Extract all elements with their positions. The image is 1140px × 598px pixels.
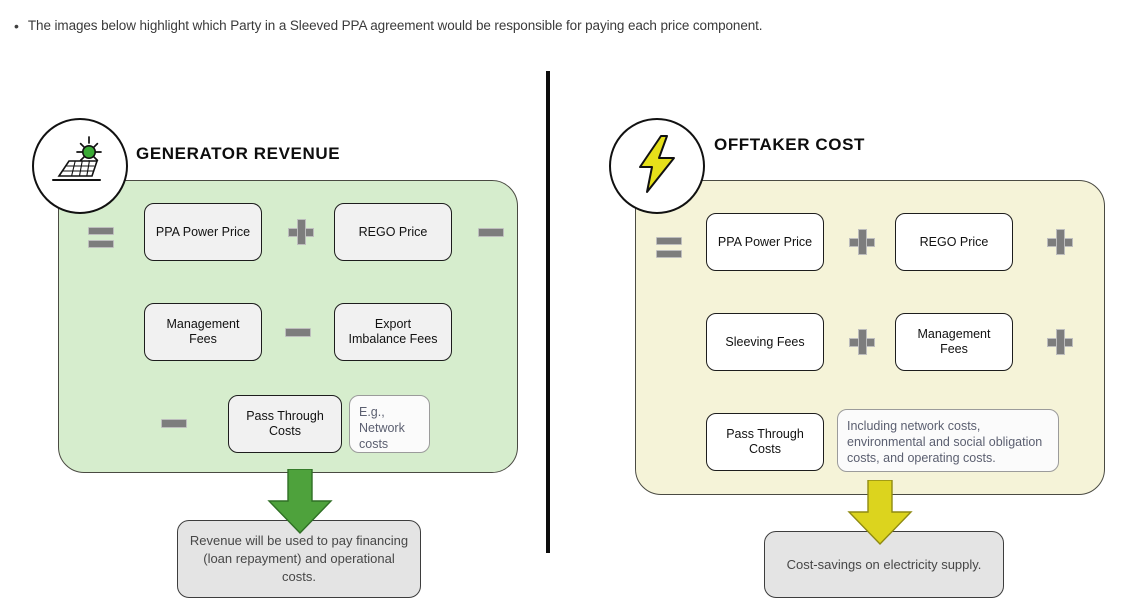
generator-badge — [32, 118, 128, 214]
export-line-1: Export — [374, 317, 412, 331]
equals-bar-top — [88, 227, 114, 235]
generator-panel: GENERATOR REVENUE PPA Power Price REGO P… — [0, 55, 548, 598]
operator-plus-generator-row1 — [288, 219, 314, 245]
mgmt-line-1: Management — [166, 317, 240, 331]
generator-note-network-costs: E.g., Network costs — [349, 395, 430, 453]
generator-down-arrow — [264, 468, 336, 540]
generator-box-pass-through-costs[interactable]: Pass Through Costs — [228, 395, 342, 453]
plus-bar-vertical — [1056, 329, 1065, 355]
lightning-bolt-icon — [634, 134, 680, 199]
offtaker-panel: OFFTAKER COST PPA Power Price REGO Price… — [592, 55, 1140, 598]
offtaker-box-pass-through-costs-label: Pass Through Costs — [726, 427, 804, 457]
offtaker-box-sleeving-fees-label: Sleeving Fees — [725, 334, 805, 349]
offtaker-box-rego-price[interactable]: REGO Price — [895, 213, 1013, 271]
offtaker-box-ppa-power-price[interactable]: PPA Power Price — [706, 213, 824, 271]
offtaker-box-management-fees-label: Management Fees — [918, 327, 991, 357]
minus-bar — [161, 419, 187, 428]
offtaker-panel-title: OFFTAKER COST — [714, 135, 866, 154]
solar-panel-icon — [46, 130, 114, 203]
minus-bar — [285, 328, 311, 337]
plus-bar-vertical — [297, 219, 306, 245]
equals-bar-bottom — [88, 240, 114, 248]
operator-plus-offtaker-row2-end — [1047, 329, 1073, 355]
generator-box-rego-price-label: REGO Price — [358, 224, 428, 239]
offtaker-note-line-2: environmental and social obligation — [847, 435, 1043, 449]
mgmt-line-1: Management — [917, 327, 991, 341]
operator-equals-generator-row1 — [88, 227, 114, 248]
offtaker-box-rego-price-label: REGO Price — [919, 234, 989, 249]
panel-divider — [546, 71, 550, 553]
plus-bar-vertical — [858, 229, 867, 255]
operator-equals-offtaker-row1 — [656, 237, 682, 258]
pass-line-2: Costs — [269, 424, 301, 438]
generator-outcome-line-1: Revenue will be used to pay financing — [189, 533, 409, 548]
intro-bullet-line: • The images below highlight which Party… — [14, 18, 1114, 34]
plus-bar-vertical — [858, 329, 867, 355]
generator-box-export-imbalance-fees[interactable]: Export Imbalance Fees — [334, 303, 452, 361]
generator-outcome-line-2: (loan repayment) and operational — [203, 551, 395, 566]
generator-box-rego-price[interactable]: REGO Price — [334, 203, 452, 261]
operator-plus-offtaker-row2 — [849, 329, 875, 355]
operator-minus-generator-row2 — [285, 328, 311, 337]
offtaker-box-pass-through-costs[interactable]: Pass Through Costs — [706, 413, 824, 471]
offtaker-box-management-fees[interactable]: Management Fees — [895, 313, 1013, 371]
intro-text: The images below highlight which Party i… — [27, 18, 763, 33]
generator-box-ppa-power-price[interactable]: PPA Power Price — [144, 203, 262, 261]
pass-line-2: Costs — [749, 442, 781, 456]
generator-note-line-3: costs — [359, 437, 389, 451]
operator-plus-offtaker-row1 — [849, 229, 875, 255]
offtaker-outcome-text: Cost-savings on electricity supply. — [786, 556, 982, 572]
generator-box-management-fees-label: Management Fees — [167, 317, 240, 347]
offtaker-box-sleeving-fees[interactable]: Sleeving Fees — [706, 313, 824, 371]
generator-outcome-text: Revenue will be used to pay financing (l… — [190, 532, 408, 586]
bullet-glyph: • — [14, 18, 19, 34]
offtaker-note-pass-through-detail: Including network costs, environmental a… — [837, 409, 1059, 472]
generator-box-ppa-power-price-label: PPA Power Price — [155, 224, 251, 239]
export-line-2: Imbalance Fees — [348, 332, 438, 346]
offtaker-box-ppa-power-price-label: PPA Power Price — [717, 234, 813, 249]
mgmt-line-2: Fees — [189, 332, 217, 346]
pass-line-1: Pass Through — [726, 427, 804, 441]
offtaker-note-line-1: Including network costs, — [847, 419, 981, 433]
mgmt-line-2: Fees — [940, 342, 968, 356]
offtaker-down-arrow — [844, 479, 916, 551]
offtaker-badge — [609, 118, 705, 214]
operator-minus-generator-row3 — [161, 419, 187, 428]
plus-bar-vertical — [1056, 229, 1065, 255]
pass-line-1: Pass Through — [246, 409, 324, 423]
minus-bar — [478, 228, 504, 237]
generator-panel-title: GENERATOR REVENUE — [136, 144, 341, 163]
generator-box-pass-through-costs-label: Pass Through Costs — [246, 409, 324, 439]
generator-outcome-line-3: costs. — [282, 569, 316, 584]
generator-box-export-imbalance-fees-label: Export Imbalance Fees — [349, 317, 438, 347]
operator-plus-offtaker-row1-end — [1047, 229, 1073, 255]
generator-note-line-1: E.g., — [359, 405, 385, 419]
generator-box-management-fees[interactable]: Management Fees — [144, 303, 262, 361]
generator-note-line-2: Network — [359, 421, 405, 435]
equals-bar-top — [656, 237, 682, 245]
operator-minus-generator-row1 — [478, 228, 504, 237]
equals-bar-bottom — [656, 250, 682, 258]
offtaker-note-line-3: costs, and operating costs. — [847, 451, 996, 465]
